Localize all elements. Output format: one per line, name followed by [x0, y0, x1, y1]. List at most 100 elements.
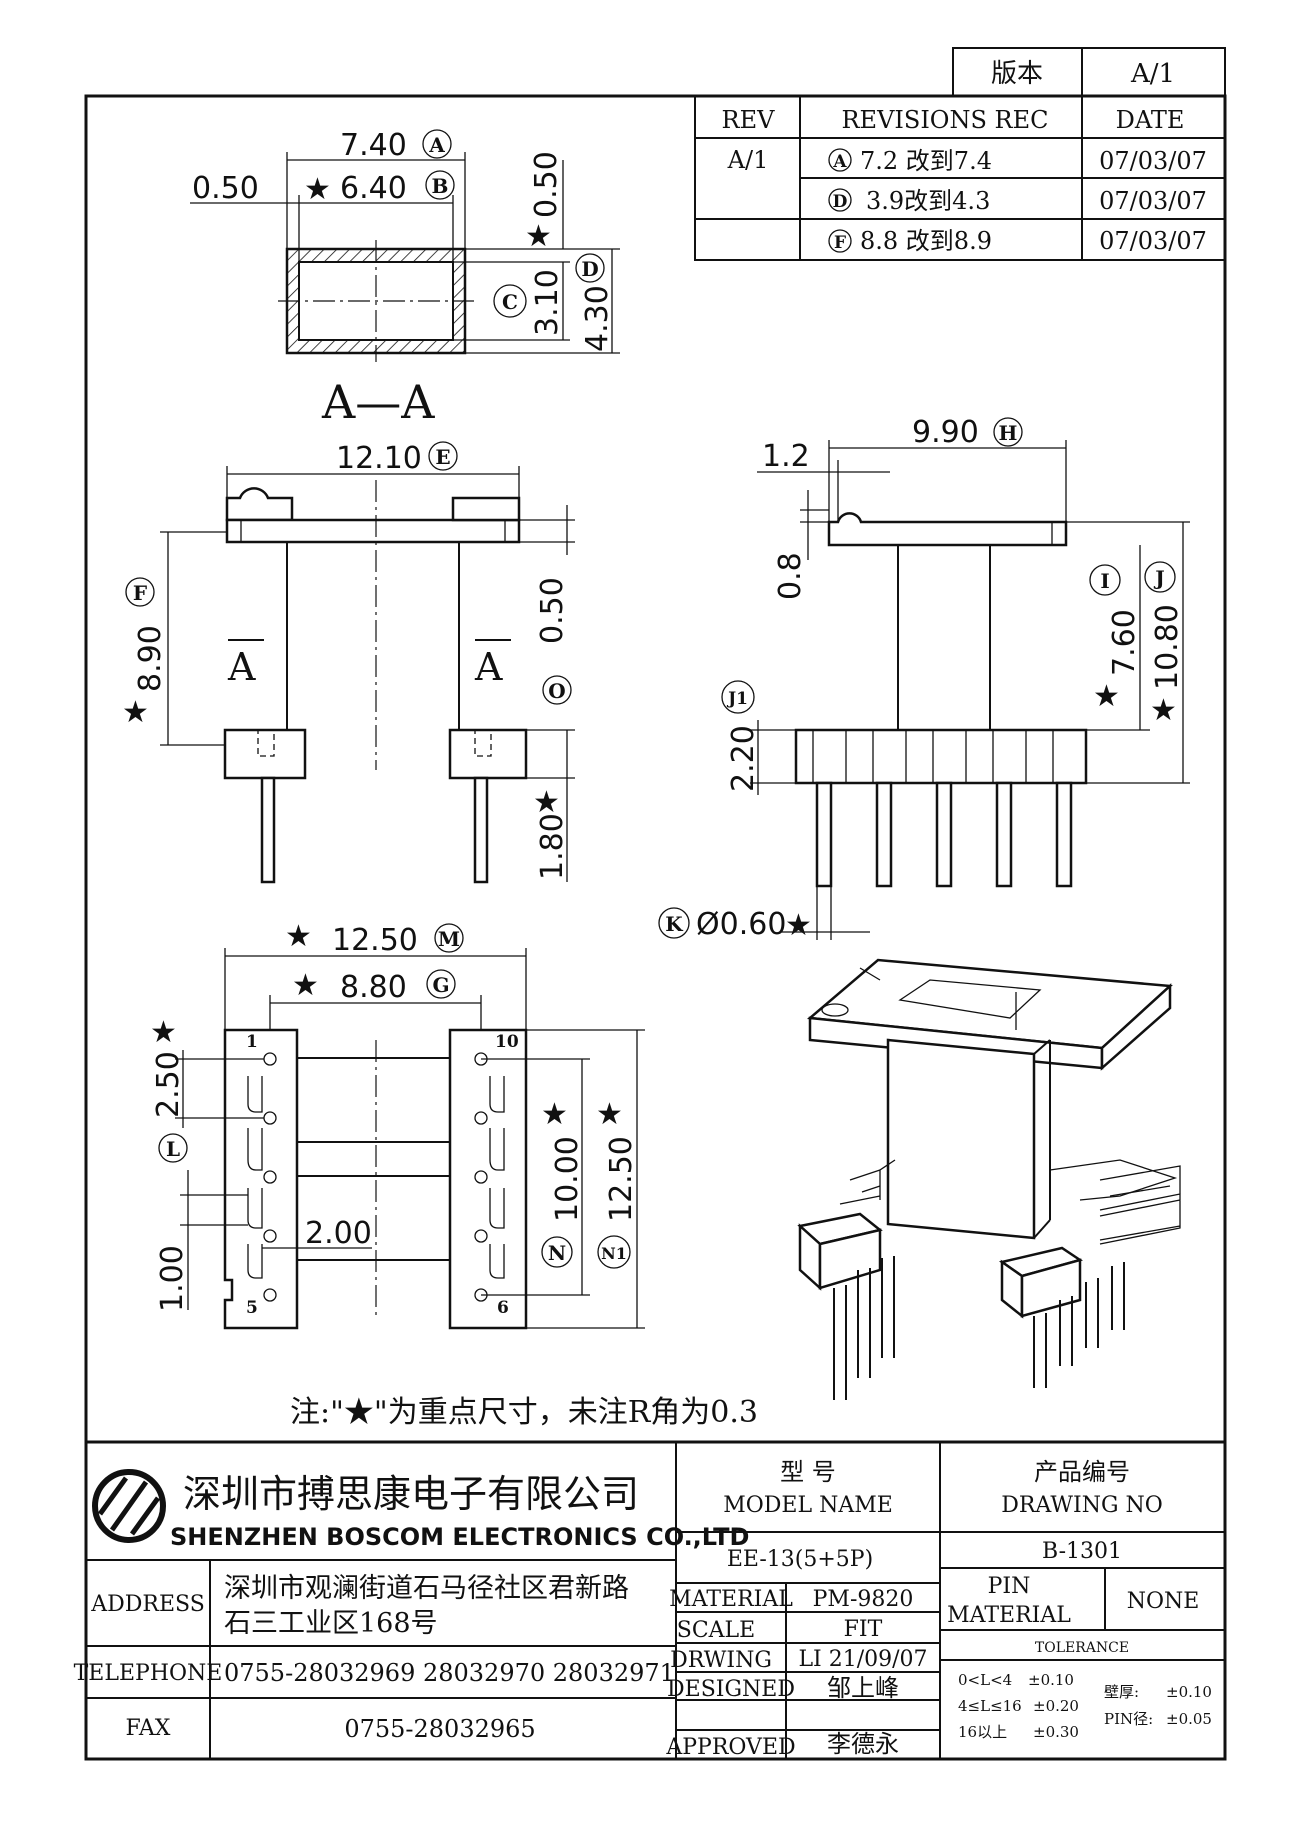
tolerance-label: TOLERANCE: [1035, 1640, 1129, 1656]
dim-k: Ø0.60: [696, 907, 786, 942]
approved-value: 李德永: [827, 1730, 899, 1758]
star-m: ★: [285, 919, 312, 954]
pin-material-label-1: PIN: [988, 1574, 1031, 1599]
label-j: J: [1153, 566, 1164, 590]
label-o: O: [548, 679, 565, 703]
rev-row2-text: 3.9改到4.3: [866, 187, 990, 215]
star-k: ★: [785, 908, 812, 943]
tol-pin-label: PIN径:: [1104, 1710, 1153, 1728]
tol-wall-label: 壁厚:: [1104, 1683, 1139, 1701]
dim-n1: 12.50: [604, 1136, 639, 1222]
rev-col-header: REV: [722, 106, 776, 134]
pin-10: 10: [495, 1032, 519, 1052]
sheet-border: [84, 94, 1227, 1761]
star-n: ★: [541, 1097, 568, 1132]
rec-col-header: REVISIONS REC: [841, 106, 1048, 134]
drawing-note: 注:"★"为重点尺寸，未注R角为0.3: [290, 1395, 758, 1430]
star-i: ★: [1093, 679, 1120, 714]
label-a: A: [428, 133, 445, 157]
label-f: F: [133, 581, 147, 605]
rev-row2-date: 07/03/07: [1099, 187, 1207, 215]
revisions-table: REV REVISIONS REC DATE A/1 A 7.2 改到7.4 0…: [694, 95, 1226, 261]
label-h: H: [999, 421, 1018, 445]
title-block: 深圳市搏思康电子有限公司 SHENZHEN BOSCOM ELECTRONICS…: [74, 1440, 1225, 1760]
tol-pin-value: ±0.05: [1166, 1710, 1212, 1728]
star-b: ★: [304, 172, 331, 207]
designed-label: DESIGNED: [667, 1677, 795, 1702]
star-pitch: ★: [150, 1015, 177, 1050]
designed-value: 邹上峰: [827, 1674, 899, 1702]
address-label: ADDRESS: [90, 1592, 205, 1617]
dim-i: 7.60: [1107, 609, 1142, 676]
rev-row1-date: 07/03/07: [1099, 147, 1207, 175]
rev-row2-mark: D: [833, 192, 848, 212]
label-k: K: [665, 912, 683, 936]
dim-j: 10.80: [1150, 604, 1185, 690]
drwing-value: LI 21/09/07: [798, 1647, 927, 1672]
label-i: I: [1100, 569, 1109, 593]
model-name-cn: 型 号: [780, 1458, 836, 1486]
material-value: PM-9820: [813, 1587, 914, 1612]
star-j: ★: [1150, 693, 1177, 728]
tol-range-2: 4≤L≤16: [958, 1697, 1022, 1715]
dim-h: 9.90: [912, 415, 979, 450]
dim-flange: 0.50: [535, 577, 570, 644]
dim-slot: 2.00: [305, 1216, 372, 1251]
label-m: M: [438, 927, 460, 951]
star-f: ★: [122, 695, 149, 730]
pin-5: 5: [246, 1298, 258, 1318]
tol-wall-value: ±0.10: [1166, 1683, 1212, 1701]
pin-6: 6: [497, 1298, 509, 1318]
dim-e: 12.10: [336, 441, 422, 476]
dim-a: 7.40: [340, 128, 407, 163]
dim-f: 8.90: [133, 625, 168, 692]
version-box: 版本 A/1: [952, 47, 1226, 97]
label-n1: N1: [601, 1244, 627, 1263]
scale-label: SCALE: [677, 1618, 755, 1643]
company-name-en: SHENZHEN BOSCOM ELECTRONICS CO.,LTD: [170, 1523, 749, 1551]
drawing-no-value: B-1301: [1042, 1539, 1122, 1564]
star-n1: ★: [596, 1097, 623, 1132]
version-label: 版本: [991, 59, 1043, 89]
rev-row1-text: 7.2 改到7.4: [860, 147, 992, 175]
version-value: A/1: [1130, 59, 1175, 89]
dim-b: 6.40: [340, 171, 407, 206]
label-d: D: [581, 257, 598, 281]
company-name-cn: 深圳市搏思康电子有限公司: [183, 1472, 639, 1516]
pin-1: 1: [246, 1032, 258, 1052]
scale-value: FIT: [844, 1617, 883, 1642]
label-j1: J1: [726, 689, 748, 709]
approved-label: APPROVED: [665, 1735, 795, 1760]
label-n: N: [548, 1241, 566, 1265]
dim-j1: 2.20: [726, 725, 761, 792]
dim-n: 10.00: [550, 1136, 585, 1222]
dim-d: 4.30: [580, 285, 615, 352]
label-e: E: [435, 445, 450, 469]
dim-l-gap: 1.00: [155, 1245, 190, 1312]
tol-value-3: ±0.30: [1033, 1723, 1079, 1741]
rev-row1-rev: A/1: [727, 146, 769, 174]
pin-material-label-2: MATERIAL: [947, 1603, 1071, 1628]
label-c: C: [502, 290, 518, 314]
rev-row1-mark: A: [832, 152, 847, 172]
model-value: EE-13(5+5P): [727, 1547, 873, 1572]
drawing-no-en: DRAWING NO: [1001, 1493, 1163, 1518]
isometric-view: [797, 958, 1181, 1400]
section-mark-left: A: [227, 645, 256, 689]
tol-value-1: ±0.10: [1028, 1671, 1074, 1689]
rev-row3-date: 07/03/07: [1099, 227, 1207, 255]
side-view: 9.90 H 1.2 0.8 I 7.60 ★ J 10.80 ★ J1 2.2…: [658, 415, 1190, 943]
label-b: B: [432, 174, 449, 198]
section-view: 7.40 A 0.50 ★ 6.40 B C 3.10 4.30 D 0.50 …: [190, 128, 620, 429]
star-pin-len: ★: [533, 785, 560, 820]
rev-row3-mark: F: [834, 233, 846, 253]
telephone-value: 0755-28032969 28032970 28032971: [224, 1659, 675, 1687]
company-logo: [92, 1469, 166, 1543]
pin-material-value: NONE: [1127, 1589, 1200, 1614]
label-g: G: [432, 973, 449, 997]
section-label: A—A: [321, 375, 435, 429]
dim-pitch: 2.50: [151, 1051, 186, 1118]
dim-c: 3.10: [530, 269, 565, 336]
address-line1: 深圳市观澜街道石马径社区君新路: [224, 1573, 629, 1604]
